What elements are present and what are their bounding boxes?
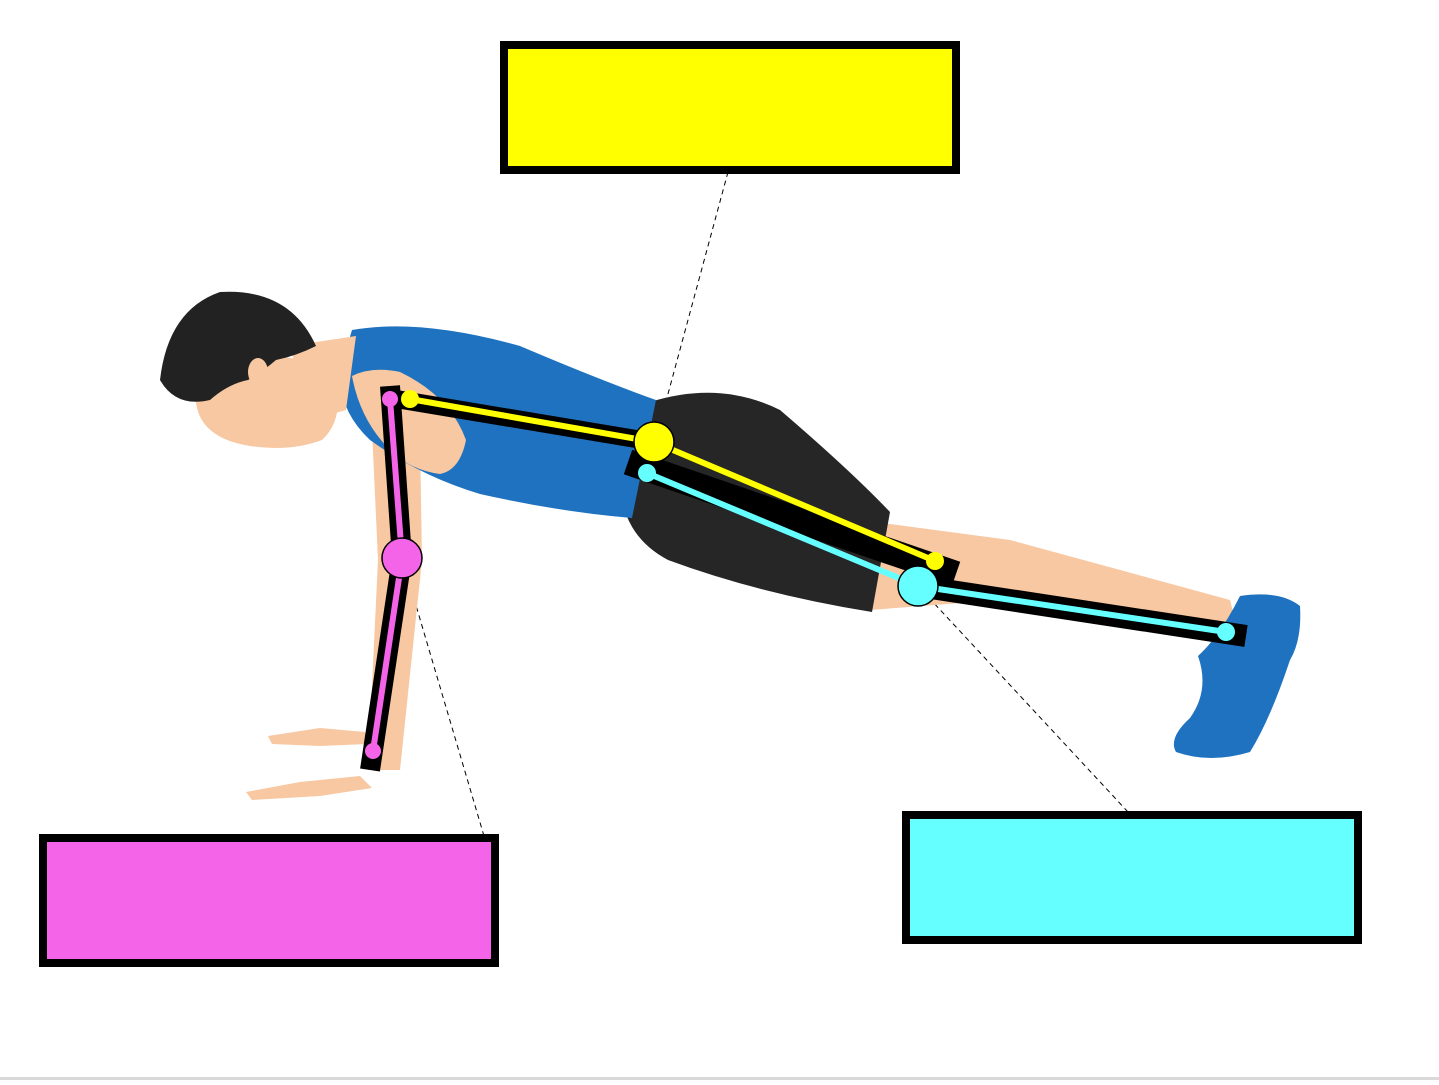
knee-angle-lines [638,464,1235,641]
elbow-joint [381,537,423,579]
elbow-upper-line [387,398,405,559]
shoulder [352,369,466,474]
shoe [1173,594,1301,758]
leader-line-hip [654,171,729,443]
leader-line-elbow [401,557,485,837]
knee-angle-label-box [902,811,1362,944]
hip-joint [633,421,675,463]
knee-point-yellow [926,552,944,570]
elbow-lower-line [370,557,405,752]
knee-shin-line [917,583,1227,635]
wrist-point [365,743,381,759]
back-hand [268,728,368,746]
knee-thigh-line [645,470,920,589]
person-illustration [160,291,1301,800]
knee-joint [897,565,939,607]
ankle-point [1217,623,1235,641]
shoulder-point-magenta [382,391,398,407]
hair [160,291,316,402]
elbow-angle-label-box [39,834,499,967]
ear [248,358,268,386]
hip-angle-label-box [500,41,960,174]
hip-thigh-line [652,439,937,564]
leader-line-knee [917,585,1129,813]
front-hand [246,776,372,800]
elbow-angle-lines [365,391,423,759]
hip-angle-lines [401,390,944,570]
shoulder-point-yellow [401,390,419,408]
hip-point-cyan [638,464,656,482]
hip-torso-line [409,396,655,445]
thigh-outline [623,449,961,587]
bottom-divider [0,1077,1439,1080]
